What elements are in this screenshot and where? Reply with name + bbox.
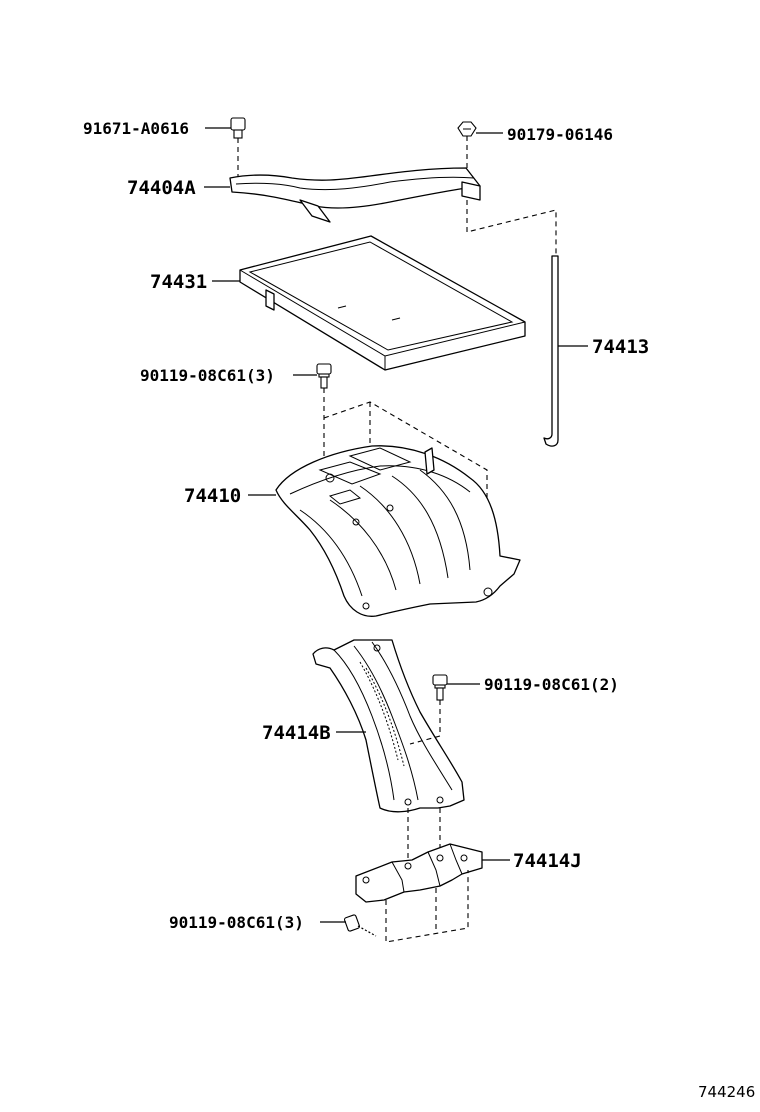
bolt-90119-08c61-bottom-icon[interactable] (343, 914, 377, 937)
label-90119-08c61-mid: 90119-08C61(3) (140, 366, 275, 385)
label-74413: 74413 (592, 336, 649, 358)
label-90119-08c61-bottom: 90119-08C61(3) (169, 913, 304, 932)
dashline-clamp-to-rod (466, 200, 557, 256)
label-74431: 74431 (150, 271, 207, 293)
clamp-74404a[interactable] (229, 167, 481, 223)
battery-stay-74414j[interactable] (355, 843, 483, 903)
battery-stay-74414b[interactable] (312, 639, 465, 813)
label-90179-06146: 90179-06146 (507, 125, 613, 144)
figure-number: 744246 (698, 1083, 755, 1101)
label-74410: 74410 (184, 485, 241, 507)
battery-carrier-74410[interactable] (275, 445, 521, 617)
label-91671-a0616: 91671-A0616 (83, 119, 189, 138)
bolt-91671-a0616-icon[interactable] (230, 117, 246, 139)
dashline-lower-stay-box (385, 870, 469, 943)
dashline-bolt-to-stay (409, 700, 441, 745)
bolt-90119-08c61-right-icon[interactable] (432, 674, 448, 701)
battery-tray-74431[interactable] (239, 235, 526, 371)
hold-down-rod-74413[interactable] (543, 255, 559, 447)
label-74414b: 74414B (262, 722, 331, 744)
label-74414j: 74414J (513, 850, 582, 872)
label-74404a: 74404A (127, 177, 196, 199)
bolt-90119-08c61-mid-icon[interactable] (316, 363, 332, 389)
nut-90179-06146-icon[interactable] (457, 121, 477, 137)
label-90119-08c61-right: 90119-08C61(2) (484, 675, 619, 694)
